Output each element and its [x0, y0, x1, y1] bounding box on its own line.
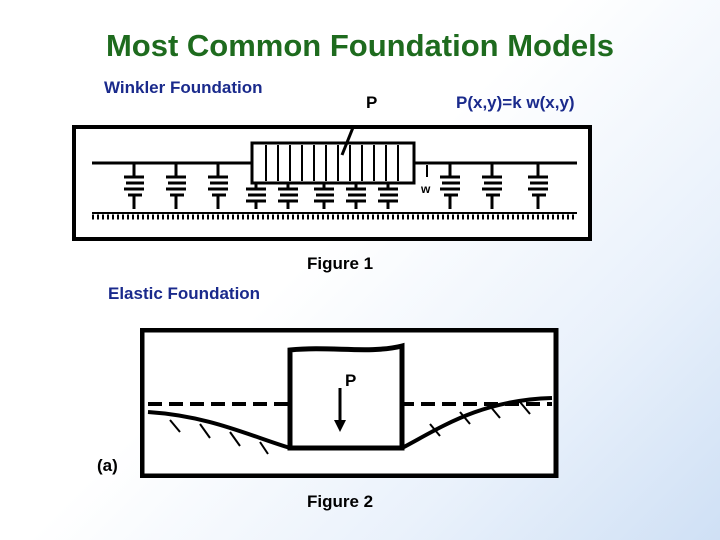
elastic-heading: Elastic Foundation	[108, 284, 261, 303]
winkler-springs	[124, 163, 548, 209]
winkler-heading: Winkler Foundation	[104, 78, 263, 97]
elastic-load-label: P	[345, 371, 357, 390]
figure1-caption: Figure 1	[307, 254, 374, 273]
load-block	[250, 141, 416, 185]
figure2-caption: Figure 2	[307, 492, 374, 511]
load-pointer	[340, 125, 356, 156]
winkler-load-label: P	[366, 93, 378, 112]
winkler-diagram	[72, 125, 592, 241]
distributed-load-arrows	[265, 145, 399, 181]
elastic-diagram	[140, 328, 559, 478]
elastic-sub-label: (a)	[97, 456, 118, 475]
slide-title: Most Common Foundation Models	[105, 28, 614, 63]
rigid-block	[287, 342, 405, 451]
soil-hatching	[169, 401, 531, 455]
winkler-equation: P(x,y)=k w(x,y)	[456, 93, 575, 112]
load-arrowhead	[334, 420, 346, 432]
deflection-label: w	[421, 182, 431, 196]
